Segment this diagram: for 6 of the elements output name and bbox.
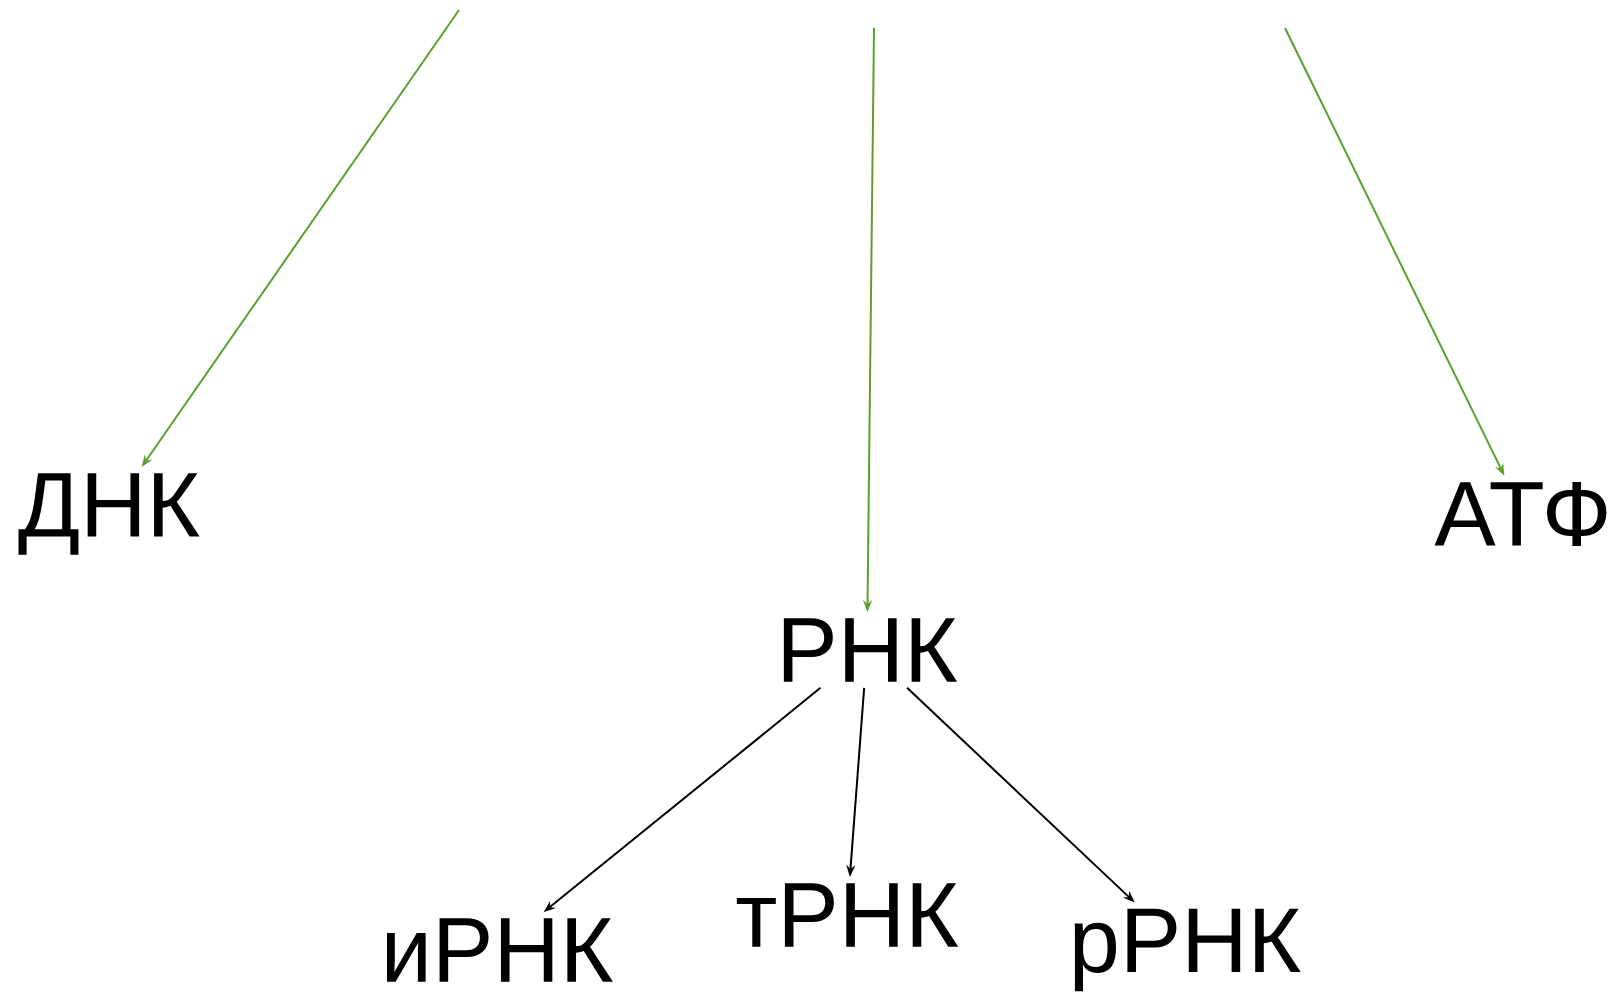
term-label: ДНК bbox=[18, 473, 200, 555]
term-label: иРНК bbox=[387, 918, 613, 982]
term-label: АТФ bbox=[1434, 481, 1607, 547]
term-label: тРНК bbox=[736, 883, 959, 947]
term-label: РНК bbox=[783, 618, 958, 682]
term-label: рРНК bbox=[1074, 908, 1301, 992]
